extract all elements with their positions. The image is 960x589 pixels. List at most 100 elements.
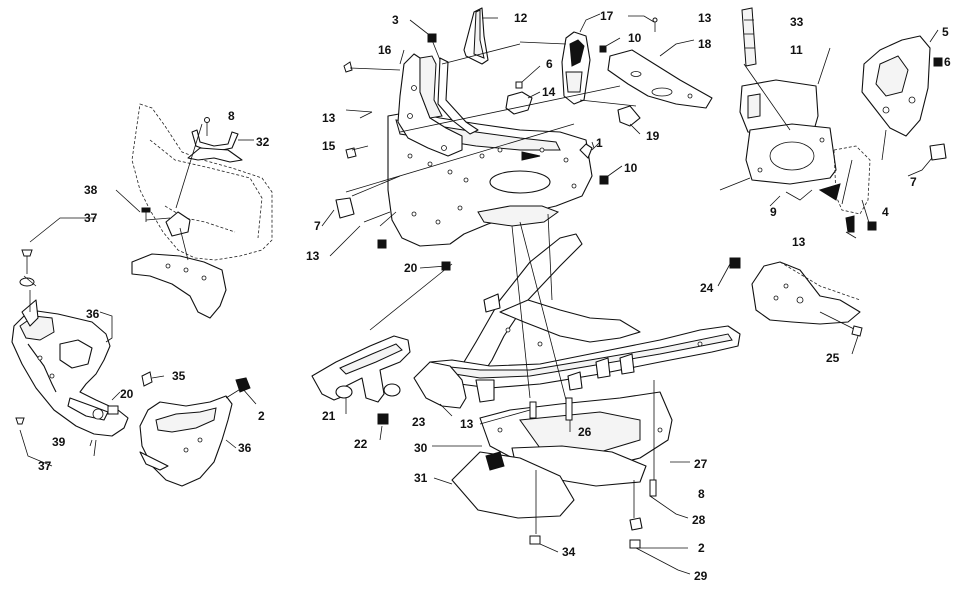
callout-30: 30 [414,441,428,455]
fastener-2-left [235,377,251,393]
callout-6-right: 6 [944,55,951,69]
strap-33 [741,7,757,67]
fastener-20-left [107,405,119,415]
callout-32: 32 [256,135,270,149]
small-bracket-19 [617,105,641,127]
callout-10-mid: 10 [624,161,638,175]
fastener-13-left [345,109,373,113]
callout-1: 1 [596,136,603,150]
callout-36-right: 36 [238,441,252,455]
bolt-16 [343,61,401,73]
fastener-4 [867,221,877,231]
fastener-34 [529,535,541,545]
callout-12: 12 [514,11,528,25]
fastener-15 [345,147,357,159]
callout-34: 34 [562,545,576,559]
callout-4: 4 [882,205,889,219]
block-7-left [335,197,355,219]
callout-6-center: 6 [546,57,553,71]
callout-20-left: 20 [120,387,134,401]
fastener-10-top [599,45,607,53]
callout-24: 24 [700,281,714,295]
callout-13-right: 13 [792,235,806,249]
fastener-8-left [204,117,210,136]
callout-33: 33 [790,15,804,29]
callout-36-left: 36 [86,307,100,321]
fastener-3 [427,33,437,43]
fastener-39 [93,439,97,457]
callout-7-right: 7 [910,175,917,189]
callout-23: 23 [412,415,426,429]
rear-frame-section [751,261,861,325]
callout-38: 38 [84,183,98,197]
callout-31: 31 [414,471,428,485]
fastener-2-center [629,517,643,531]
ghost-body-panel [131,103,273,319]
callout-labels: 1 2 2 3 4 5 6 6 7 7 8 8 9 10 10 11 12 13… [38,9,951,583]
callout-13-top: 13 [698,11,712,25]
mount-bracket-5 [861,35,931,137]
callout-leaders [19,13,939,575]
callout-9: 9 [770,205,777,219]
assembly-leader-lines [29,39,887,534]
fastener-26 [565,397,573,421]
callout-5: 5 [942,25,949,39]
callout-15: 15 [322,139,336,153]
bolt-25 [819,311,863,337]
left-bracket-36 [11,299,129,437]
side-upright-bracket [397,53,479,157]
fastener-29 [629,539,641,549]
callout-8-center: 8 [698,487,705,501]
callout-3: 3 [392,13,399,27]
callout-25: 25 [826,351,840,365]
block-7-right [929,143,947,161]
bracket-clip-32 [187,129,243,163]
fastener-37-bottom [15,417,25,425]
callout-2-center: 2 [698,541,705,555]
callout-14: 14 [542,85,556,99]
skid-plate-31 [451,451,575,519]
callout-8-left: 8 [228,109,235,123]
fastener-13-center [529,401,537,419]
fastener-35 [141,371,153,387]
fastener-24 [729,257,741,269]
callout-17: 17 [600,9,614,23]
mount-plate-18 [607,49,713,109]
callout-35: 35 [172,369,186,383]
fastener-13-top [652,17,658,32]
callout-37-top: 37 [84,211,98,225]
bracket-14 [505,91,533,115]
callout-7-left: 7 [314,219,321,233]
fastener-6-center [515,81,523,89]
fastener-10-mid [599,175,609,185]
right-bracket-36 [139,395,233,487]
callout-22: 22 [354,437,368,451]
callout-19: 19 [646,129,660,143]
fastener-13-lower [363,211,391,223]
fastener-6-right [933,57,943,67]
main-frame-23 [413,233,741,409]
callout-13-lower: 13 [306,249,320,263]
shield-plate-12 [463,7,489,65]
callout-2-left: 2 [258,409,265,423]
callout-11: 11 [790,43,803,57]
callout-26: 26 [578,425,592,439]
callout-37-bottom: 37 [38,459,52,473]
fastener-22 [377,413,389,425]
bumper-block-17 [561,31,591,105]
callout-16: 16 [378,43,392,57]
callout-18: 18 [698,37,712,51]
fastener-37-top [19,249,35,287]
fastener-8-center [649,479,657,497]
callout-39: 39 [52,435,66,449]
steering-mount-21 [311,335,411,403]
callout-13-center: 13 [460,417,474,431]
callout-27: 27 [694,457,708,471]
callout-10-top: 10 [628,31,642,45]
callout-20-center: 20 [404,261,418,275]
callout-29: 29 [694,569,708,583]
callout-28: 28 [692,513,706,527]
callout-13-left: 13 [322,111,336,125]
fastener-38 [141,207,151,222]
